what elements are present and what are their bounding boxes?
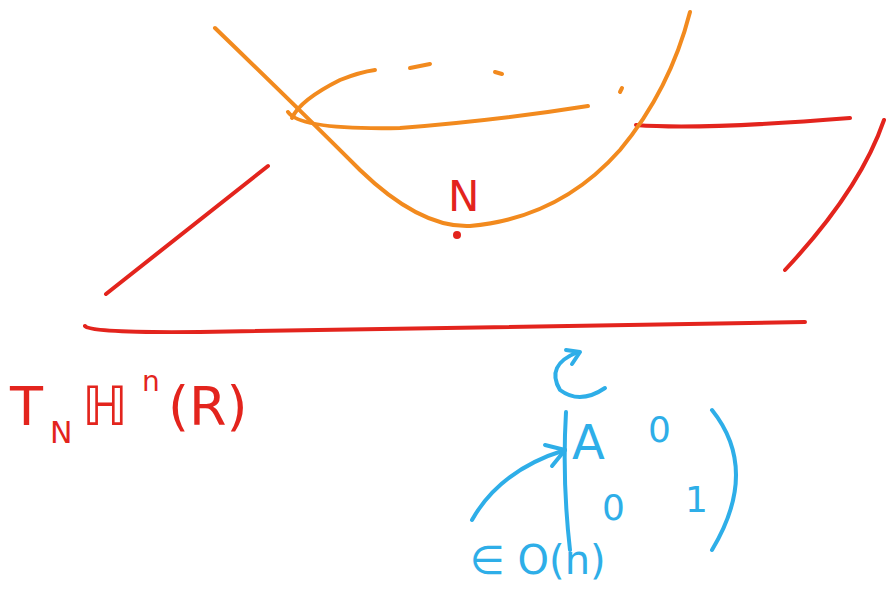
space-label: (R) bbox=[168, 380, 248, 434]
space-subscript: N bbox=[50, 418, 72, 448]
point-label: N bbox=[448, 176, 479, 218]
space-superscript: n bbox=[142, 368, 160, 396]
matrix-entry: 0 bbox=[602, 490, 625, 526]
point-n bbox=[453, 231, 461, 239]
space-label: T bbox=[10, 380, 43, 434]
hyperboloid bbox=[215, 12, 690, 226]
rotation-symbol bbox=[555, 350, 605, 397]
matrix-entry: 0 bbox=[648, 412, 671, 448]
space-label: ℍ bbox=[82, 380, 128, 434]
matrix-bracket bbox=[565, 410, 736, 550]
matrix-entry: A bbox=[572, 418, 605, 466]
matrix-entry: 1 bbox=[685, 482, 708, 518]
leader-arrow bbox=[472, 445, 565, 520]
group-label: ∈ O(n) bbox=[470, 540, 606, 580]
